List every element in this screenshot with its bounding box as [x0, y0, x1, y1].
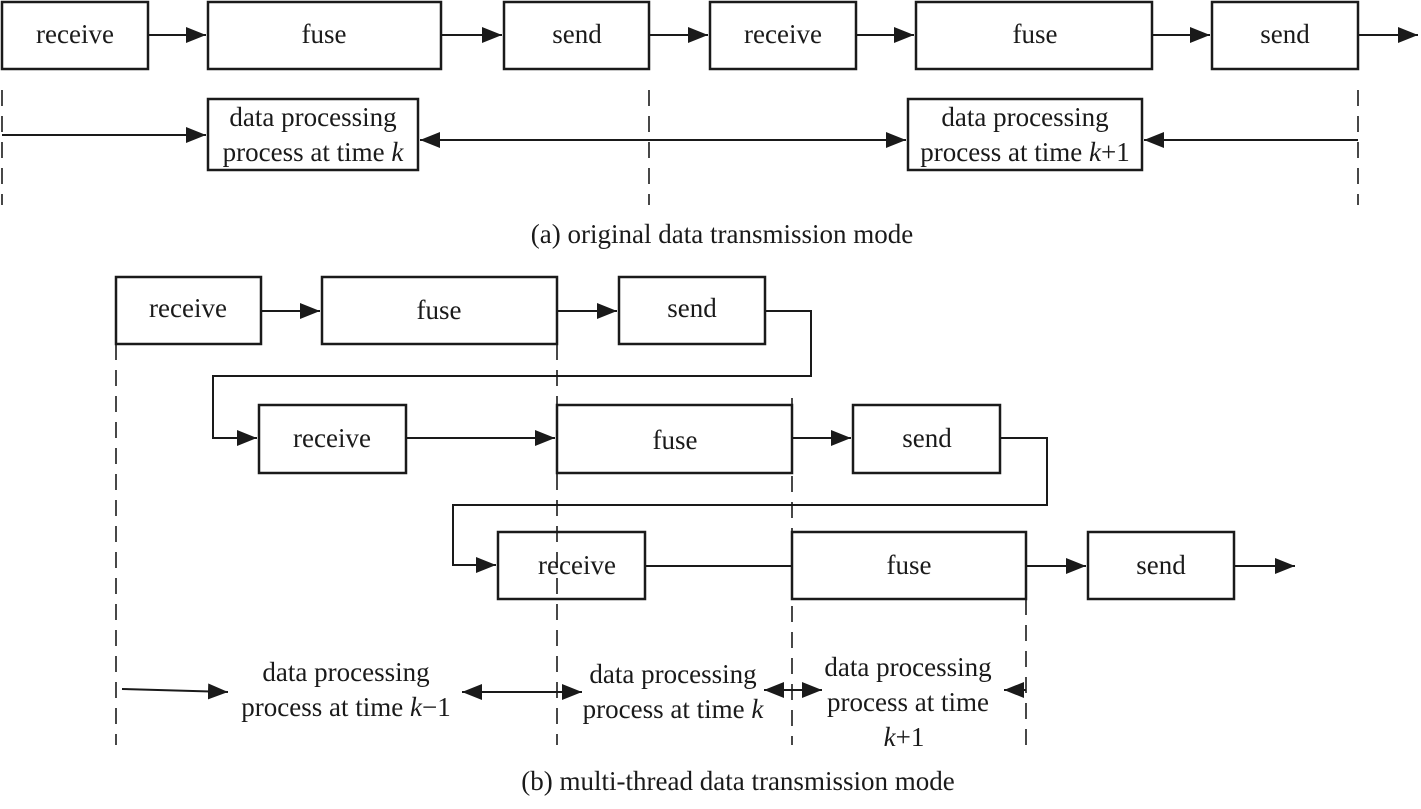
a-box-fuse-2: [914, 0, 1154, 71]
a-box-receive-1: [0, 0, 150, 71]
b-row1-send-label: send: [667, 293, 717, 323]
b-row1-fuse-label: fuse: [417, 295, 462, 325]
b-caption: (b) multi-thread data transmission mode: [521, 766, 954, 796]
a-box-fuse-2-label: fuse: [1013, 19, 1058, 49]
b-process-kp1-line2: process at time: [827, 687, 989, 717]
a-box-fuse-1-label: fuse: [302, 19, 347, 49]
b-row2-fuse-label: fuse: [653, 425, 698, 455]
b-row2-send-box: [851, 403, 1002, 475]
b-process-km1-line2: process at time k−1: [241, 692, 450, 722]
a-box-receive-1-label: receive: [36, 19, 114, 49]
b-process-kp1-line3: k+1: [884, 722, 925, 752]
b-row1-receive-box: [114, 275, 263, 346]
a-process-k1-line2: process at time k+1: [920, 137, 1129, 167]
a-box-send-1-label: send: [552, 19, 602, 49]
part-a-original-mode: receive fuse send receive fuse send data…: [0, 0, 1418, 249]
a-box-send-1: [502, 0, 651, 71]
a-caption: (a) original data transmission mode: [531, 219, 913, 249]
b-row2-receive-label: receive: [293, 423, 371, 453]
a-box-send-2: [1210, 0, 1360, 71]
b-process-k-line2: process at time k: [583, 694, 765, 724]
part-b-multithread-mode: receive fuse send receive fuse send rece…: [114, 275, 1295, 796]
a-process-k-line1: data processing: [229, 102, 396, 132]
a-process-k1-box: [906, 97, 1144, 172]
b-row3-receive-label: receive: [538, 550, 616, 580]
b-row2-send-label: send: [902, 423, 952, 453]
b-row2-fuse-box: [555, 403, 794, 475]
a-box-fuse-1: [206, 0, 443, 71]
a-box-send-2-label: send: [1260, 19, 1310, 49]
b-row1-send-box: [617, 275, 767, 346]
b-span-arrow-km1-left: [121, 683, 229, 700]
b-process-k-line1: data processing: [589, 659, 756, 689]
a-box-receive-2-label: receive: [744, 19, 822, 49]
a-process-k-line2: process at time k: [223, 137, 405, 167]
b-process-km1-line1: data processing: [262, 657, 429, 687]
a-process-k-box: [206, 97, 420, 172]
b-row3-receive-box: [496, 530, 647, 601]
b-connector-row1-row2: [212, 310, 812, 446]
b-process-kp1-line1: data processing: [824, 652, 991, 682]
b-row3-send-label: send: [1136, 550, 1186, 580]
a-process-k1-line1: data processing: [941, 102, 1108, 132]
b-row3-fuse-label: fuse: [887, 550, 932, 580]
b-row1-fuse-box: [320, 275, 559, 346]
b-connector-row2-row3: [452, 437, 1048, 573]
b-row1-receive-label: receive: [149, 293, 227, 323]
